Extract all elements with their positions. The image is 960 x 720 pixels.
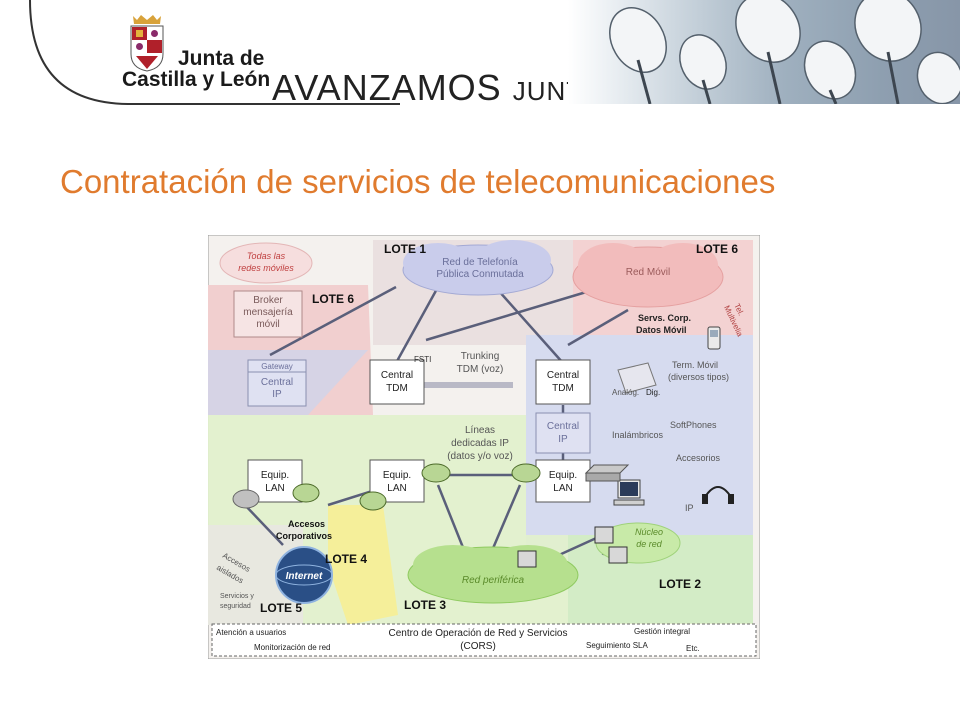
svg-text:Equip.: Equip. [383,470,411,481]
box-central-tdm-left: Central TDM [369,359,425,405]
antennas-photo [568,0,960,104]
analog-label: Analóg. [612,388,639,397]
lineas-label-2: dedicadas IP [451,438,509,449]
box-central-ip-right: Central IP [535,412,591,454]
box-broker: Broker mensajería móvil [233,290,303,338]
antennas-image [609,0,960,104]
lineas-label-1: Líneas [465,425,495,436]
servicios-seg-label-2: seguridad [220,603,251,610]
lote-labels: LOTE 1 LOTE 6 LOTE 6 LOTE 4 LOTE 5 LOTE … [260,242,738,615]
router-icons [232,463,541,511]
nucleo-label-2: de red [636,539,663,549]
lineas-label-3: (datos y/o voz) [447,451,513,462]
internet-label: Internet [286,571,323,582]
diagram-labels: FSTI Trunking TDM (voz) Líneas dedicadas… [215,302,746,610]
cors-centro-1: Centro de Operación de Red y Servicios [389,628,568,639]
cors-centro-2: (CORS) [460,641,496,652]
accesorios-label: Accesorios [676,453,721,463]
nucleo-label-1: Núcleo [635,527,663,537]
lote2-label: LOTE 2 [659,577,701,591]
headset-icon [702,486,734,504]
moviles-label-1: Todas las [247,251,286,261]
dig-label: Dig. [646,388,660,397]
moviles-label-2: redes móviles [238,263,294,273]
servs-corp-label-1: Servs. Corp. [638,313,691,323]
svg-text:IP: IP [272,389,282,400]
region-lote5 [208,525,303,625]
svg-text:IP: IP [558,434,568,445]
svg-text:Central: Central [381,370,413,381]
svg-text:Central: Central [547,370,579,381]
rtpc-label-2: Pública Conmutada [436,269,524,280]
telecom-network-diagram: Red de Telefonía Pública Conmutada Red M… [208,235,760,659]
svg-text:Central: Central [261,377,293,388]
core-switch-icons [517,526,628,568]
svg-text:LAN: LAN [553,483,572,494]
fsti-label: FSTI [414,355,431,364]
term-movil-label-2: (diversos tipos) [668,372,729,382]
cloud-red-movil: Red Móvil [572,243,724,308]
cors-sla: Seguimiento SLA [586,641,648,650]
accesos-corp-label-1: Accesos [288,519,325,529]
svg-text:Central: Central [547,421,579,432]
lote3-label: LOTE 3 [404,598,446,612]
svg-text:Broker: Broker [253,295,283,306]
slogan-main: AVANZAMOS [272,67,502,108]
svg-text:TDM: TDM [552,383,574,394]
trunking-label-1: Trunking [461,351,500,362]
servicios-seg-label-1: Servicios y [220,593,254,600]
cloud-red-periferica: Red periférica [407,545,579,604]
softphones-label: SoftPhones [670,420,717,430]
cors-atencion: Atención a usuarios [216,628,286,637]
red-periferica-label: Red periférica [462,575,525,586]
pc-icon [613,479,645,506]
box-central-ip-left: Gateway Central IP [247,359,307,407]
svg-text:TDM: TDM [386,383,408,394]
svg-text:móvil: móvil [256,319,279,330]
coat-of-arms-icon [130,15,164,72]
trunking-label-2: TDM (voz) [457,364,504,375]
svg-text:LAN: LAN [387,483,406,494]
lote5-label: LOTE 5 [260,601,302,615]
svg-text:mensajería: mensajería [243,307,293,318]
mobile-phone-icon [707,326,721,350]
header: Junta de Castilla y León AVANZAMOS JUNTO… [0,0,960,108]
box-central-tdm-right: Central TDM [535,359,591,405]
region-lote4 [328,505,398,625]
inalambricos-label: Inalámbricos [612,430,664,440]
cors-monitorizacion: Monitorización de red [254,643,330,652]
brand-name-line2: Castilla y León [122,68,271,91]
brand-name-line1: Junta de [178,47,265,70]
lote6-top-label: LOTE 6 [696,242,738,256]
lote1-label: LOTE 1 [384,242,426,256]
cors-gestion: Gestión integral [634,627,690,636]
cloud-rtpc: Red de Telefonía Pública Conmutada [402,240,554,296]
term-movil-label-1: Term. Móvil [672,360,718,370]
svg-text:Equip.: Equip. [261,470,289,481]
servs-corp-label-2: Datos Móvil [636,325,687,335]
red-movil-label: Red Móvil [626,267,670,278]
rtpc-label-1: Red de Telefonía [442,257,518,268]
svg-text:LAN: LAN [265,483,284,494]
cloud-redes-moviles: Todas las redes móviles [219,242,313,284]
globe-internet: Internet [275,546,333,604]
cors-bar: Atención a usuarios Monitorización de re… [211,623,757,657]
box-equip-lan-3: Equip. LAN [535,459,591,503]
header-curve [29,0,400,105]
accesos-corp-label-2: Corporativos [276,531,332,541]
switch-icon [584,464,630,482]
lote6-left-label: LOTE 6 [312,292,354,306]
desk-phone-icon [617,362,657,394]
cors-etc: Etc. [686,644,700,653]
page-title: Contratación de servicios de telecomunic… [60,163,776,200]
svg-text:Gateway: Gateway [261,362,293,371]
lote4-label: LOTE 4 [325,552,367,566]
svg-text:Equip.: Equip. [549,470,577,481]
ip-label: IP [685,503,694,513]
